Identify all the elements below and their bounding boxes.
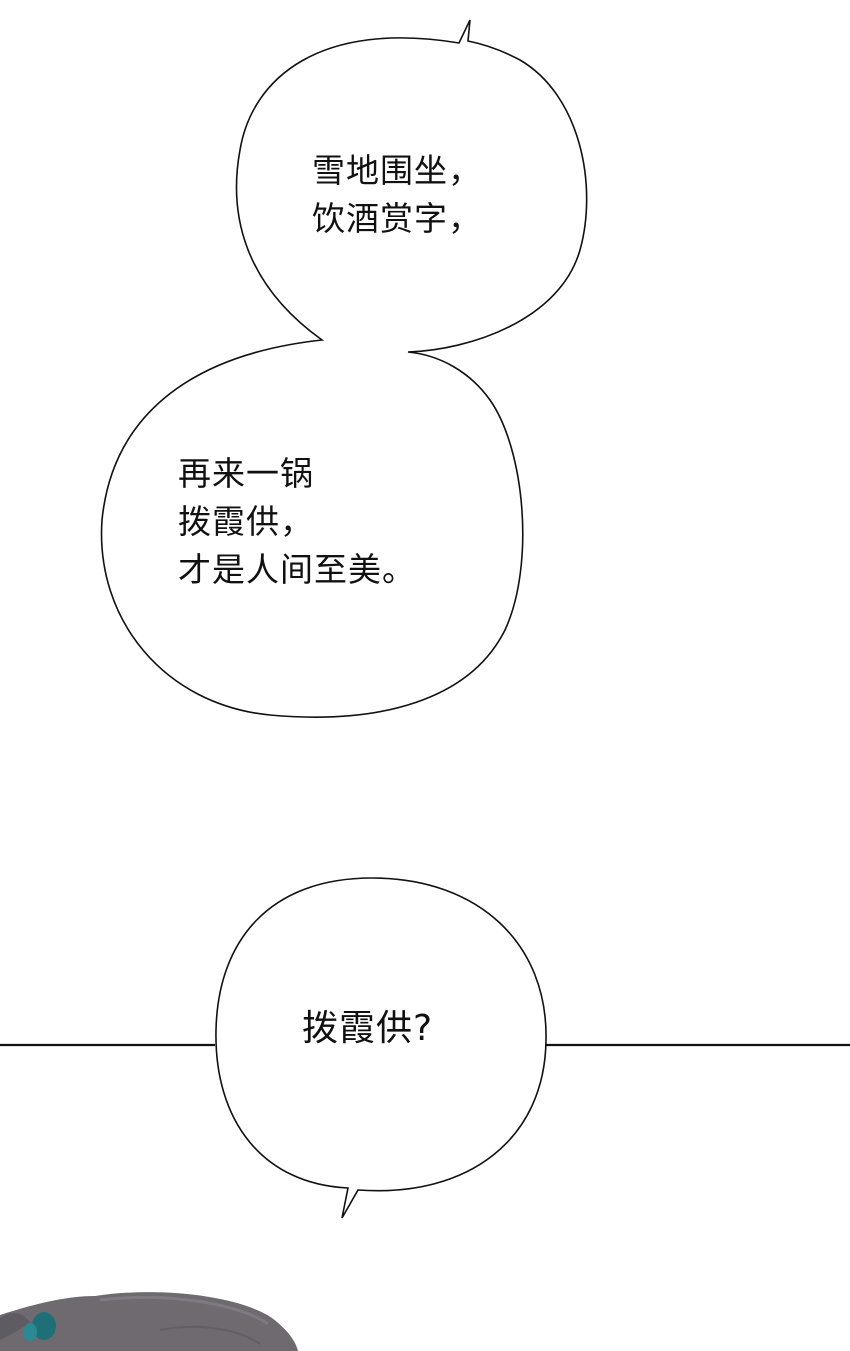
bubble-text-bottom: 拨霞供? bbox=[302, 1003, 433, 1055]
bubble-line: 雪地围坐， bbox=[312, 151, 482, 190]
speech-bubble-bottom bbox=[215, 877, 547, 1219]
hair-tie-icon bbox=[32, 1312, 56, 1340]
bubble-line: 拨霞供， bbox=[178, 502, 314, 541]
bubble-line: 再来一锅 bbox=[178, 454, 314, 493]
character-head bbox=[0, 1292, 298, 1351]
speech-bubble-top bbox=[100, 19, 588, 718]
bubble-line: 拨霞供? bbox=[302, 1008, 434, 1049]
bubble-line: 饮酒赏字， bbox=[312, 199, 482, 238]
bubble-text-middle: 再来一锅 拨霞供， 才是人间至美。 bbox=[178, 450, 416, 594]
bubble-text-top: 雪地围坐， 饮酒赏字， bbox=[312, 147, 482, 243]
bubble-line: 才是人间至美。 bbox=[178, 550, 416, 589]
